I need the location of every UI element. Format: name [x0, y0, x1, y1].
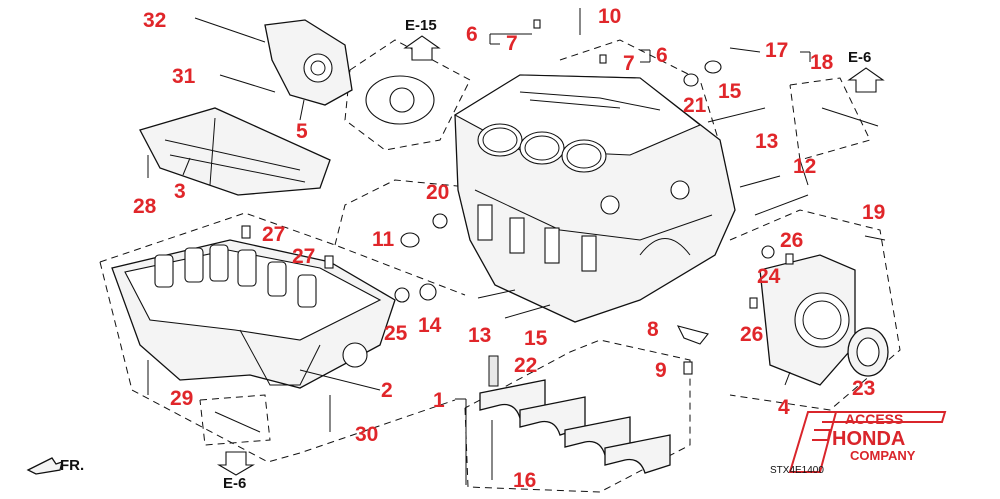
callout: 20: [426, 181, 449, 204]
callout: 24: [757, 265, 781, 288]
callout: 4: [778, 396, 790, 419]
callout: 2: [381, 379, 393, 402]
callout: 12: [793, 155, 816, 178]
callout: 8: [647, 318, 659, 341]
rear-seal-housing[interactable]: [759, 254, 856, 386]
callout: 7: [623, 52, 635, 75]
logo-line-3: COMPANY: [850, 448, 916, 463]
callout: 26: [780, 229, 803, 252]
front-label: FR.: [60, 457, 84, 474]
callout: 21: [683, 94, 707, 117]
callout: 1: [433, 389, 445, 412]
reference-arrow-e6-bottom[interactable]: [216, 451, 256, 476]
callout: 29: [170, 387, 193, 410]
diagram-code: STX4E1400: [770, 465, 824, 476]
group-outlines: [99, 39, 901, 493]
ref-label-e6-top[interactable]: E-6: [848, 49, 871, 66]
baffle-plate[interactable]: [139, 107, 331, 196]
callout: 17: [765, 39, 788, 62]
callout: 10: [598, 5, 621, 28]
reference-arrow-e15[interactable]: [403, 35, 441, 61]
callout: 23: [852, 377, 875, 400]
callout: 6: [466, 23, 478, 46]
callout: 22: [514, 354, 537, 377]
bearing-caps[interactable]: [479, 355, 671, 474]
logo-line-2: HONDA: [832, 428, 905, 450]
callout: 27: [292, 245, 315, 268]
access-honda-logo: ACCESS HONDA COMPANY: [788, 411, 947, 473]
leader-lines: [182, 33, 811, 485]
callout: 28: [133, 195, 157, 218]
callout: 6: [656, 44, 668, 67]
callouts: 32 31 5 3 28 27 27 25 14 29 2 30 1 22 16…: [133, 5, 885, 492]
bolts: [147, 8, 886, 480]
callout: 31: [172, 65, 196, 88]
callout: 9: [655, 359, 667, 382]
callout: 26: [740, 323, 763, 346]
callout: 19: [862, 201, 885, 224]
washers-and-plugs: [241, 19, 794, 375]
callout: 27: [262, 223, 285, 246]
callout: 18: [810, 51, 834, 74]
callout: 25: [384, 322, 408, 345]
callout: 13: [755, 130, 778, 153]
crankshaft-seal[interactable]: [847, 327, 889, 377]
callout: 32: [143, 9, 166, 32]
callout: 30: [355, 423, 378, 446]
callout: 7: [506, 32, 518, 55]
callout: 13: [468, 324, 491, 347]
engine-block[interactable]: [453, 74, 736, 323]
front-arrow-icon: [26, 457, 63, 475]
callout: 11: [372, 228, 395, 251]
callout: 14: [418, 314, 442, 337]
callout: 15: [524, 327, 548, 350]
engine-mount-bracket[interactable]: [264, 19, 353, 106]
callout: 5: [296, 120, 308, 143]
water-pump[interactable]: [365, 75, 435, 125]
ref-label-e6-bottom[interactable]: E-6: [223, 475, 246, 492]
ref-label-e15[interactable]: E-15: [405, 17, 437, 34]
logo-line-1: ACCESS: [845, 411, 903, 427]
oil-pan[interactable]: [111, 239, 396, 389]
reference-arrow-e6-top[interactable]: [847, 67, 885, 93]
callout: 16: [513, 469, 536, 492]
callout: 3: [174, 180, 186, 203]
callout: 15: [718, 80, 742, 103]
